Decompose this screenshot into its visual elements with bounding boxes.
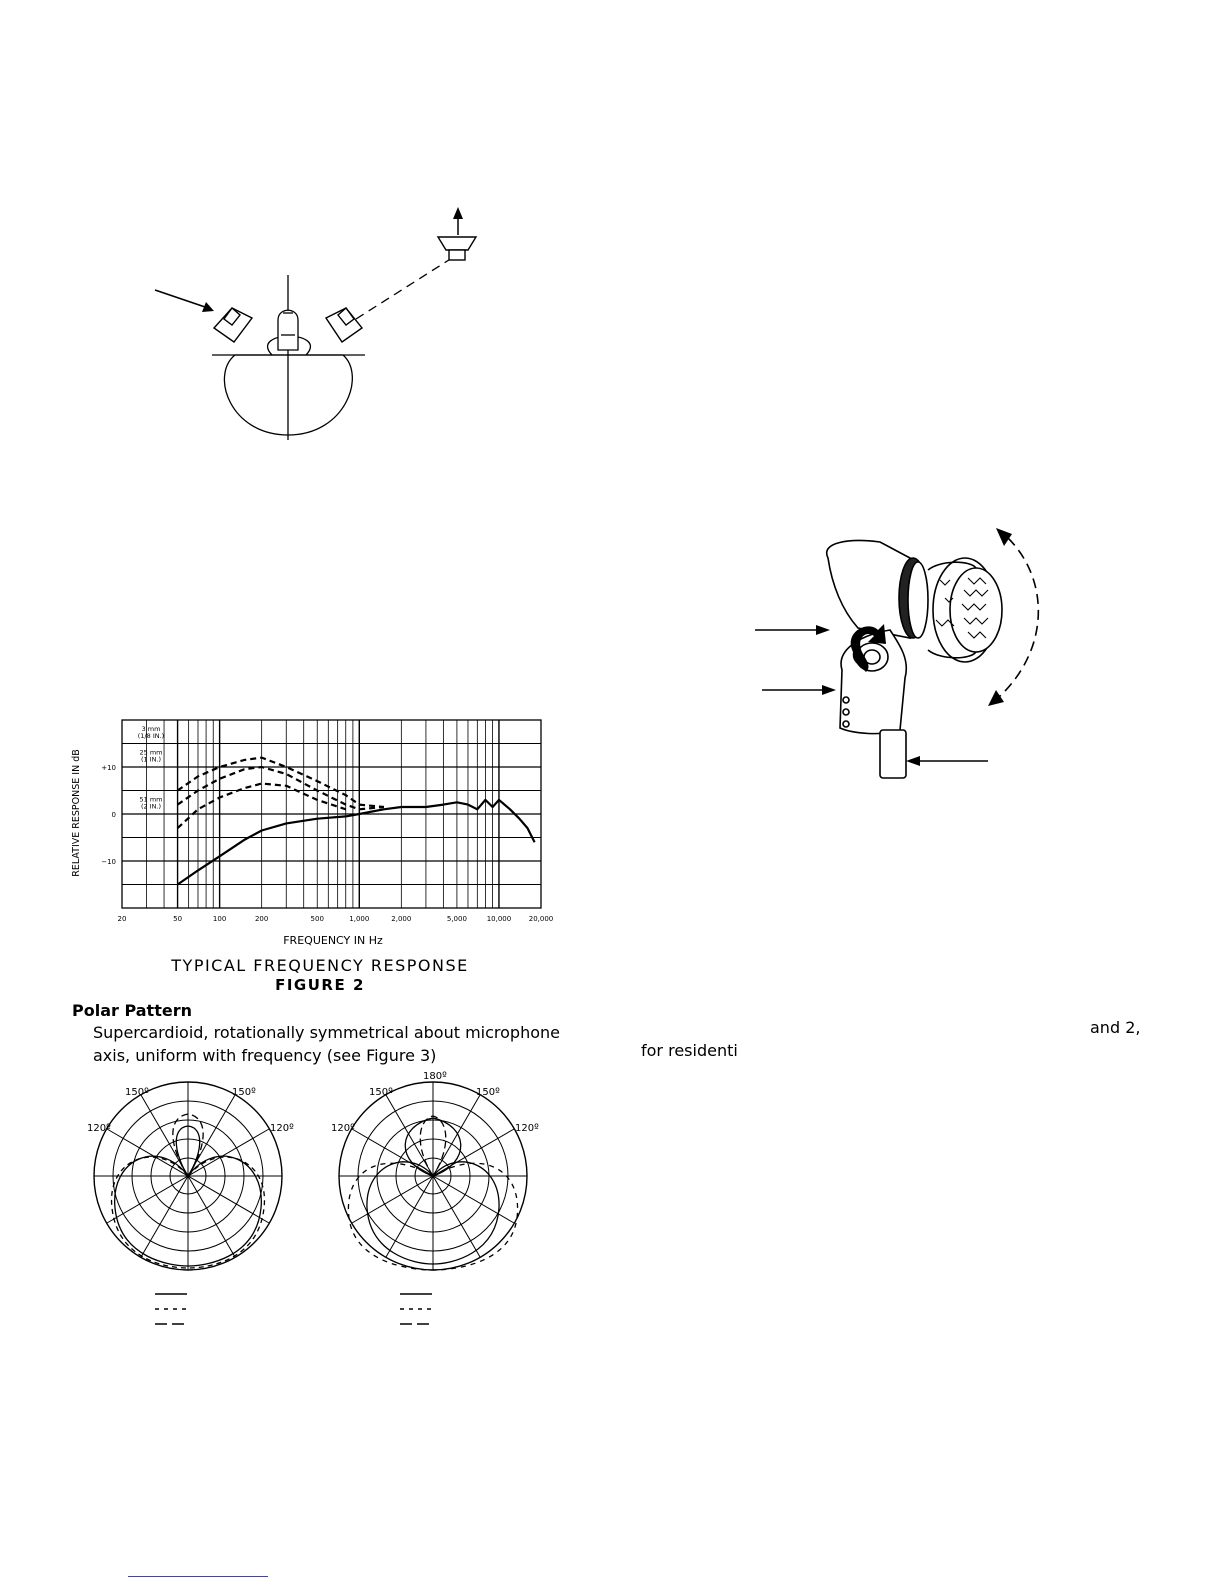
chart-x-tick-label: 20,000 — [529, 915, 554, 923]
chart-annotations: 3 mm(1/8 IN.) 25 mm(1 IN.) 51 mm(2 IN.) — [138, 725, 164, 811]
chart-y-tick-label: −10 — [101, 858, 116, 866]
polar-pattern-text-1: Supercardioid, rotationally symmetrical … — [93, 1023, 560, 1042]
polar-pattern-text-2: axis, uniform with frequency (see Figure… — [93, 1046, 437, 1065]
polar-left-label-150-left: 150º — [125, 1087, 149, 1098]
polar-plot-left: 150º 150º 120º 120º — [87, 1081, 294, 1325]
chart-y-tick-label: 0 — [112, 811, 116, 819]
chart-x-tick-label: 1,000 — [349, 915, 369, 923]
chart-annotation-line2: (1/8 IN.) — [138, 732, 164, 740]
chart-x-tick-label: 500 — [311, 915, 324, 923]
polar-left-label-150-right: 150º — [232, 1087, 256, 1098]
source-arrow-icon — [154, 289, 214, 312]
right-text-fragment-2: for residenti — [641, 1041, 738, 1060]
frequency-response-chart: 20 50 100 200 500 1,000 2,000 5,000 10,000 20,000… — [71, 719, 554, 947]
polar-right-label-180: 180º — [423, 1071, 447, 1082]
lock-arrow-icon — [762, 685, 836, 695]
chart-annotation-line1: 25 mm — [139, 748, 162, 756]
figure2-label: FIGURE 2 — [275, 976, 365, 994]
clip-arrow-icon — [755, 625, 830, 635]
polar-right-label-150-right: 150º — [476, 1087, 500, 1098]
chart-annotation-line1: 3 mm — [142, 725, 161, 733]
chart-x-tick-label: 2,000 — [391, 915, 411, 923]
chart-x-tick-label: 5,000 — [447, 915, 467, 923]
stand-arrow-icon — [906, 756, 988, 766]
polar-plot-right: 180º 150º 150º 120º 120º — [331, 1071, 539, 1325]
chart-series-line-1 — [176, 756, 385, 809]
polar-left-legend — [155, 1293, 187, 1325]
polar-right-label-120-left: 120º — [331, 1123, 355, 1134]
polar-right-label-120-right: 120º — [515, 1123, 539, 1134]
chart-y-axis-label: RELATIVE RESPONSE IN dB — [71, 749, 82, 876]
polar-left-label-120-left: 120º — [87, 1123, 111, 1134]
monitor-placement-diagram — [154, 207, 478, 440]
swivel-arrow-bottom-icon — [988, 690, 1004, 706]
right-monitor-icon — [324, 306, 364, 343]
chart-series-line-3 — [176, 782, 347, 829]
figure2-caption: TYPICAL FREQUENCY RESPONSE — [171, 956, 469, 975]
left-monitor-icon — [212, 306, 254, 343]
chart-annotation-line2: (2 IN.) — [141, 802, 161, 810]
polar-curves-right — [347, 1115, 519, 1271]
chart-annotation-line1: 51 mm — [139, 795, 162, 803]
polar-left-label-120-right: 120º — [270, 1123, 294, 1134]
polar-right-legend — [400, 1293, 432, 1325]
chart-y-ticks: +10 0 −10 — [101, 764, 116, 866]
chart-series-line-2 — [176, 765, 385, 811]
polar-curves-left — [110, 1113, 266, 1269]
swivel-arc — [997, 537, 1040, 699]
right-text-fragment-1: and 2, — [1090, 1018, 1141, 1037]
polar-pattern-heading: Polar Pattern — [72, 1001, 192, 1020]
chart-x-axis-label: FREQUENCY IN Hz — [283, 934, 383, 947]
up-arrow-icon — [453, 207, 463, 235]
far-speaker-icon — [436, 236, 478, 261]
chart-x-tick-label: 20 — [118, 915, 127, 923]
chart-x-tick-label: 50 — [173, 915, 182, 923]
polar-right-label-150-left: 150º — [369, 1087, 393, 1098]
bottom-link-underline[interactable] — [128, 1576, 268, 1577]
chart-x-tick-label: 10,000 — [487, 915, 512, 923]
rotate-arrow-icon — [850, 624, 886, 672]
chart-x-ticks: 20 50 100 200 500 1,000 2,000 5,000 10,000 20,000 — [118, 915, 554, 923]
chart-series — [176, 756, 536, 886]
chart-y-tick-label: +10 — [101, 764, 116, 772]
microphone-illustration — [755, 528, 1040, 779]
chart-series-line-0 — [176, 798, 536, 886]
chart-x-tick-label: 100 — [213, 915, 226, 923]
swivel-arrow-top-icon — [996, 528, 1012, 546]
chart-annotation-line2: (1 IN.) — [141, 755, 161, 763]
chart-x-tick-label: 200 — [255, 915, 268, 923]
